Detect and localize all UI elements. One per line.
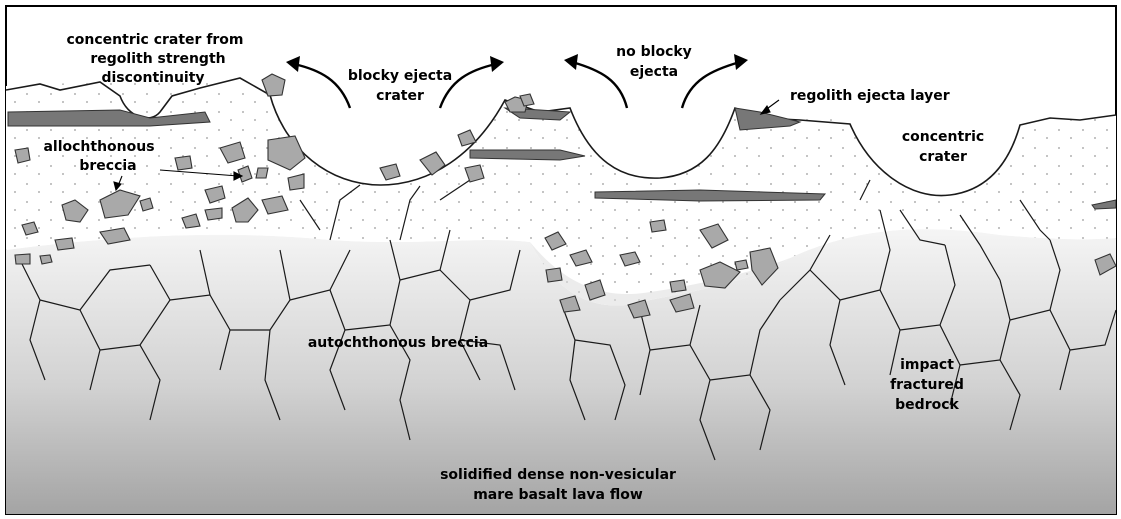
label-concentric-crater-discontinuity-line3: discontinuity — [101, 70, 204, 86]
label-concentric-crater-discontinuity-line1: concentric crater from — [66, 32, 243, 48]
label-blocky-ejecta-crater-line1: blocky ejecta — [348, 68, 452, 84]
label-allochthonous-breccia-line1: allochthonous — [43, 139, 154, 155]
label-impact-fractured-bedrock-line1: impact — [900, 357, 954, 373]
label-concentric-crater-line1: concentric — [902, 129, 984, 145]
label-concentric-crater-discontinuity-line2: regolith strength — [90, 51, 225, 67]
label-regolith-ejecta-layer: regolith ejecta layer — [790, 88, 950, 104]
label-no-blocky-ejecta-line1: no blocky — [616, 44, 692, 60]
label-impact-fractured-bedrock-line2: fractured — [890, 377, 964, 393]
label-blocky-ejecta-crater-line2: crater — [376, 88, 424, 104]
label-allochthonous-breccia-line2: breccia — [79, 158, 136, 174]
label-mare-basalt-line2: mare basalt lava flow — [473, 487, 643, 503]
label-impact-fractured-bedrock-line3: bedrock — [895, 397, 959, 413]
label-autochthonous-breccia: autochthonous breccia — [308, 335, 488, 351]
ejecta-lens-center — [470, 150, 585, 160]
label-mare-basalt-line1: solidified dense non-vesicular — [440, 467, 676, 483]
label-no-blocky-ejecta-line2: ejecta — [630, 64, 678, 80]
label-concentric-crater-line2: crater — [919, 149, 967, 165]
